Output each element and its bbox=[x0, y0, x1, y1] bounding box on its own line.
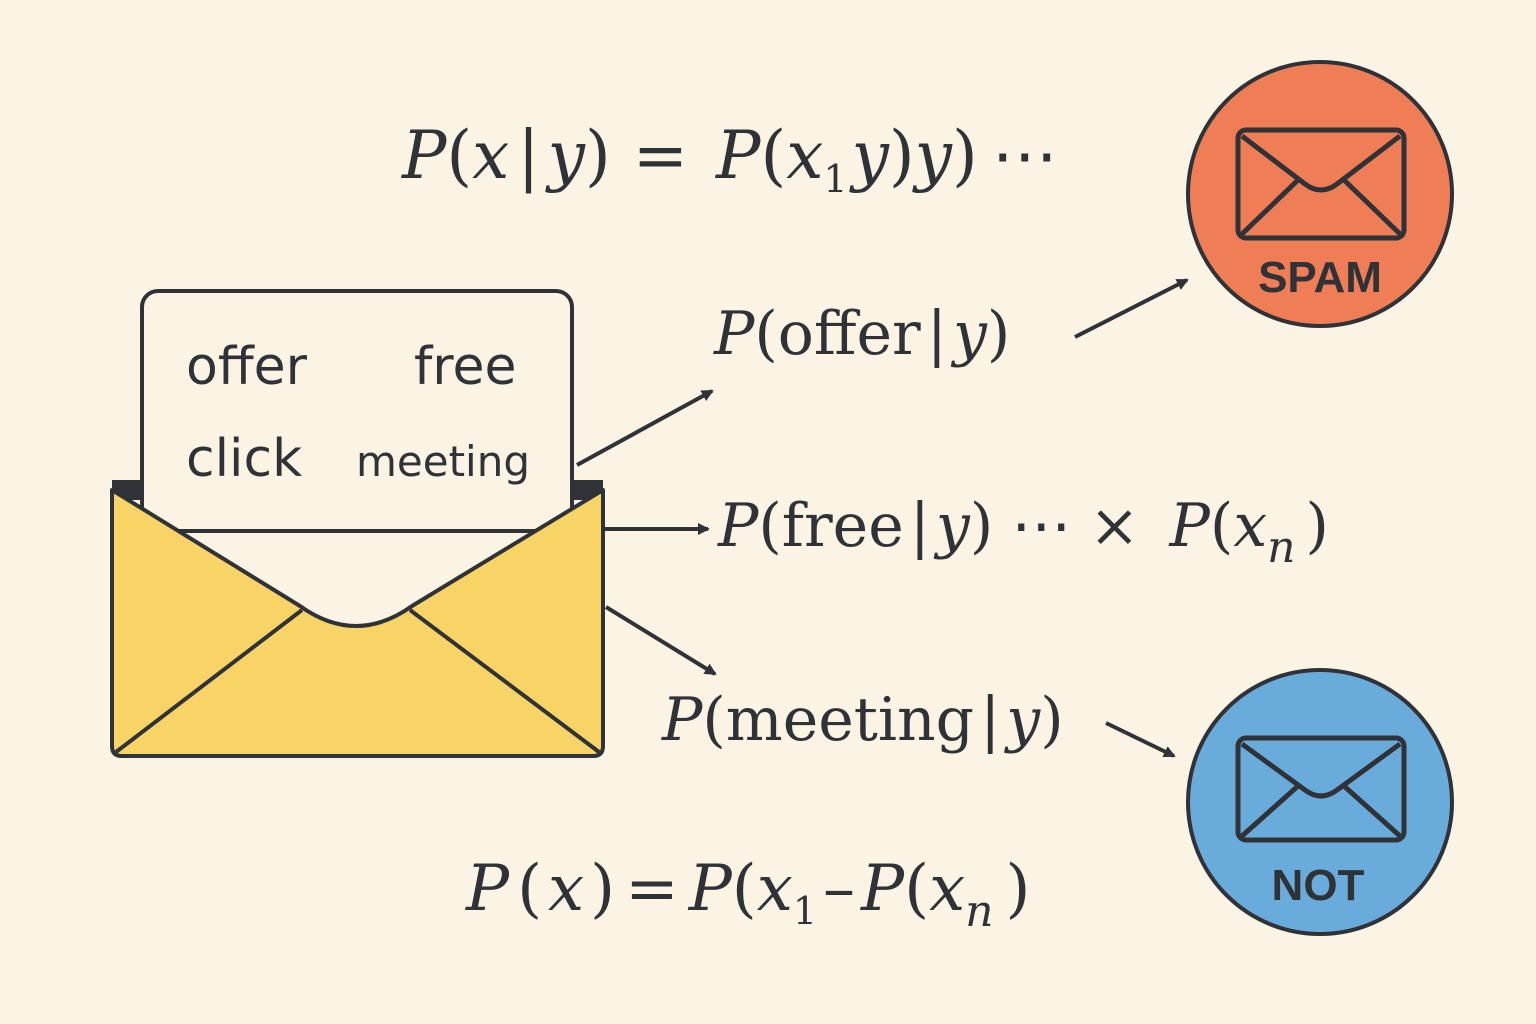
spam-label: SPAM bbox=[1258, 253, 1382, 302]
formula-top: P(x|y)=P(x1y)y)⋯ bbox=[401, 117, 1058, 201]
formula-meeting: P(meeting|y) bbox=[661, 685, 1064, 755]
formula-offer: P(offer|y) bbox=[713, 299, 1010, 369]
envelope-fold-right bbox=[408, 608, 601, 754]
arrow-to-not bbox=[1105, 721, 1176, 758]
formula-free: P(free|y)⋯×P(xn) bbox=[717, 491, 1329, 573]
formula-bottom: P(x)=P(x1–P(xn) bbox=[465, 852, 1030, 937]
spam-badge: SPAM bbox=[1186, 60, 1454, 328]
arrow-to-spam bbox=[1074, 278, 1189, 339]
arrow-to-offer bbox=[576, 389, 714, 467]
word-free: free bbox=[414, 337, 517, 397]
envelope-icon bbox=[1235, 127, 1407, 241]
envelope-fold-left bbox=[114, 608, 304, 754]
envelope-body bbox=[110, 488, 605, 758]
word-click: click bbox=[186, 429, 302, 489]
email-envelope: offer free click meeting bbox=[110, 289, 605, 758]
word-offer: offer bbox=[186, 337, 308, 397]
not-label: NOT bbox=[1272, 861, 1365, 910]
not-spam-badge: NOT bbox=[1186, 668, 1454, 936]
arrow-to-meeting bbox=[604, 605, 717, 676]
envelope-icon bbox=[1235, 735, 1407, 843]
word-meeting: meeting bbox=[356, 437, 530, 486]
email-card bbox=[140, 289, 574, 533]
